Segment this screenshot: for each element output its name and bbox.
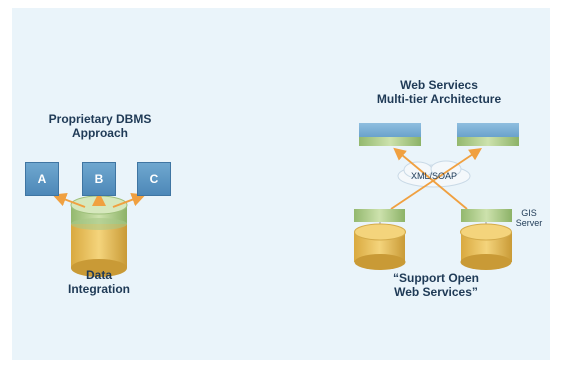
right-arrows	[390, 147, 482, 210]
left-title: Proprietary DBMS Approach	[30, 112, 170, 140]
gis-label-line1: GIS	[521, 208, 537, 218]
tier-box-right	[457, 123, 519, 146]
left-caption-line1: Data	[85, 268, 112, 282]
right-title-line1: Web Serviecs	[400, 78, 478, 92]
right-caption-line1: “Support Open	[393, 271, 479, 285]
tier-box-left	[359, 123, 421, 146]
right-title: Web Serviecs Multi-tier Architecture	[364, 78, 514, 106]
box-a: A	[25, 162, 59, 196]
box-b: B	[82, 162, 116, 196]
xml-soap-label: XML/SOAP	[410, 171, 457, 181]
box-c: C	[137, 162, 171, 196]
server-left	[354, 209, 406, 270]
right-caption: “Support Open Web Services”	[366, 271, 506, 299]
left-caption: Data Integration	[49, 268, 149, 296]
left-database-cylinder	[70, 195, 128, 277]
right-title-line2: Multi-tier Architecture	[376, 92, 502, 106]
xml-soap-cloud	[397, 160, 471, 188]
box-b-label: B	[94, 172, 104, 186]
left-caption-line2: Integration	[68, 282, 130, 296]
box-a-label: A	[37, 172, 47, 186]
left-title-line2: Approach	[71, 126, 128, 140]
right-caption-line2: Web Services”	[394, 285, 478, 299]
box-c-label: C	[149, 172, 159, 186]
gis-server-label: GIS Server	[512, 208, 546, 228]
left-title-line1: Proprietary DBMS	[48, 112, 152, 126]
gis-server	[460, 209, 512, 270]
gis-label-line2: Server	[515, 218, 543, 228]
left-arrows	[52, 192, 146, 208]
